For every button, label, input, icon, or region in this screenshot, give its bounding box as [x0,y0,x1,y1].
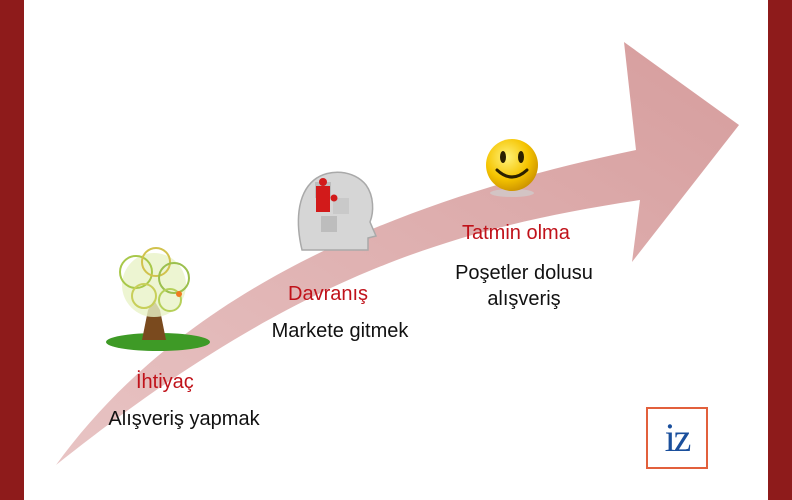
puzzle-head-icon [297,171,378,251]
step-title-need: İhtiyaç [136,371,194,393]
process-arrow [56,42,739,465]
step-title-behavior: Davranış [288,283,369,305]
logo-text: iz [664,415,692,460]
smiley-icon [486,139,538,197]
diagram-art [56,42,739,465]
brand-logo: iz [646,407,708,469]
step-title-satisfaction: Tatmin olma [462,222,570,244]
step-description-satisfaction-line2: alışveriş [487,288,561,310]
tree-icon [106,247,210,351]
step-description-behavior: Markete gitmek [271,320,409,342]
step-description-need: Alışveriş yapmak [108,408,260,430]
slide: İhtiyaç Alışveriş yapmak Davranış Market… [24,0,768,500]
step-description-satisfaction-line1: Poşetler dolusu [455,262,593,284]
step-description-satisfaction: Poşetler dolusu alışveriş [429,260,619,312]
